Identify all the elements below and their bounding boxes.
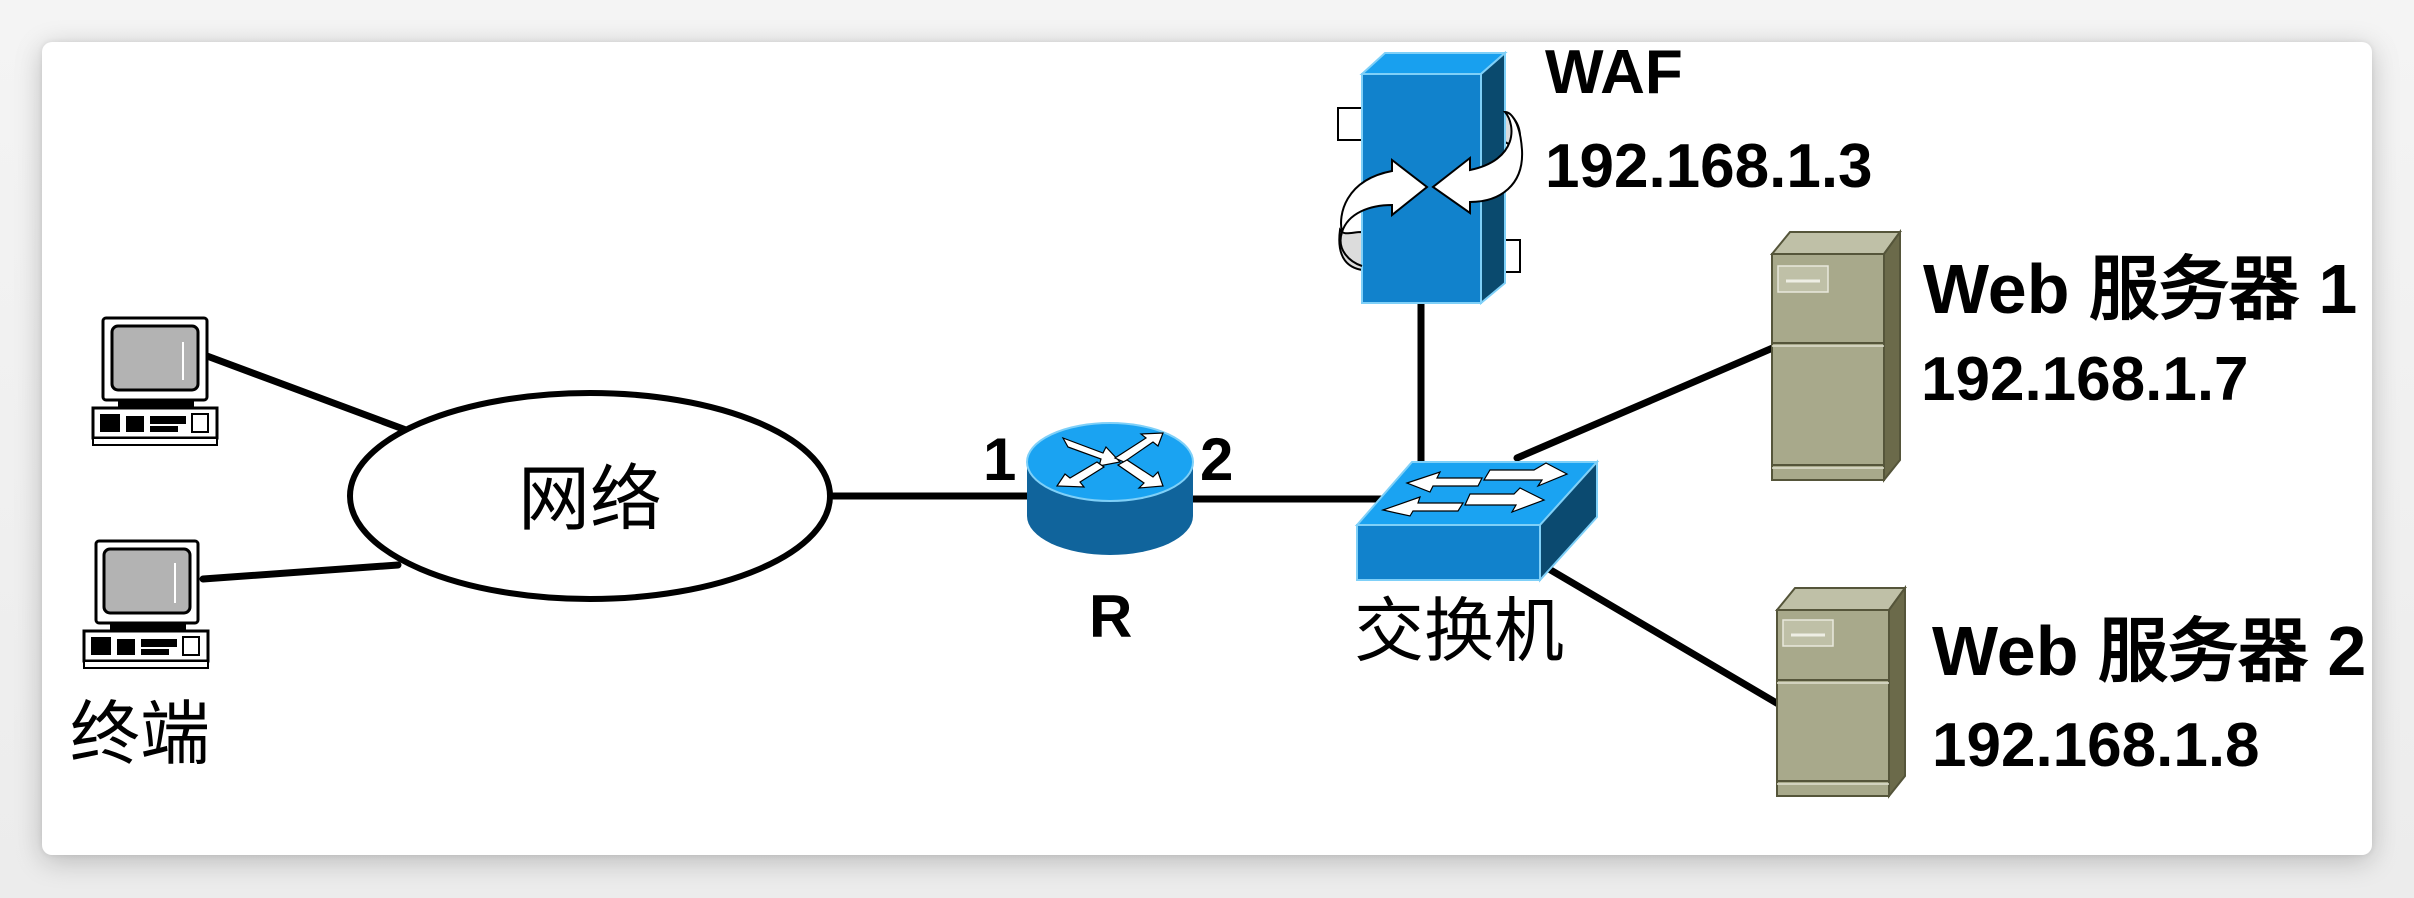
server1-name-label: Web 服务器 1 [1923, 250, 2357, 328]
switch-label: 交换机 [1354, 590, 1564, 672]
link-terminal1-network [203, 352, 410, 434]
link-terminal2-network [199, 561, 402, 583]
router[interactable]: 1 2 R [983, 422, 1233, 650]
link-switch-server1 [1513, 343, 1779, 462]
terminal-2[interactable] [82, 539, 210, 669]
server1-ip-label: 192.168.1.7 [1921, 345, 2249, 414]
server-tower-icon [1774, 584, 1907, 799]
switch[interactable]: 交换机 [1354, 459, 1600, 672]
web-server-1[interactable]: Web 服务器 1 192.168.1.7 [1769, 228, 2357, 483]
router-icon [1026, 422, 1194, 555]
router-port-2-label: 2 [1200, 426, 1233, 493]
server-tower-icon [1769, 228, 1902, 483]
server1-name: Web 服务器 1 [1923, 250, 2357, 328]
waf-ip-label: 192.168.1.3 [1545, 132, 1873, 201]
network-label: 网络 [518, 457, 662, 541]
waf-name-label: WAF [1545, 38, 1683, 107]
network-cloud[interactable]: 网络 [347, 390, 833, 602]
terminal-label: 终端 [70, 693, 210, 775]
web-server-2[interactable]: Web 服务器 2 192.168.1.8 [1774, 584, 2366, 799]
router-label: R [1089, 583, 1132, 650]
server2-name: Web 服务器 2 [1932, 612, 2366, 690]
desktop-computer-icon [91, 316, 219, 446]
switch-icon [1354, 459, 1600, 583]
server2-name-label: Web 服务器 2 [1932, 612, 2366, 690]
desktop-computer-icon [82, 539, 210, 669]
router-port-1-label: 1 [983, 426, 1016, 493]
network-ellipse [347, 390, 833, 602]
server2-ip-label: 192.168.1.8 [1932, 711, 2260, 780]
firewall-icon [1337, 50, 1524, 306]
waf[interactable]: WAF 192.168.1.3 [1337, 38, 1873, 306]
terminal-1[interactable] [91, 316, 219, 446]
